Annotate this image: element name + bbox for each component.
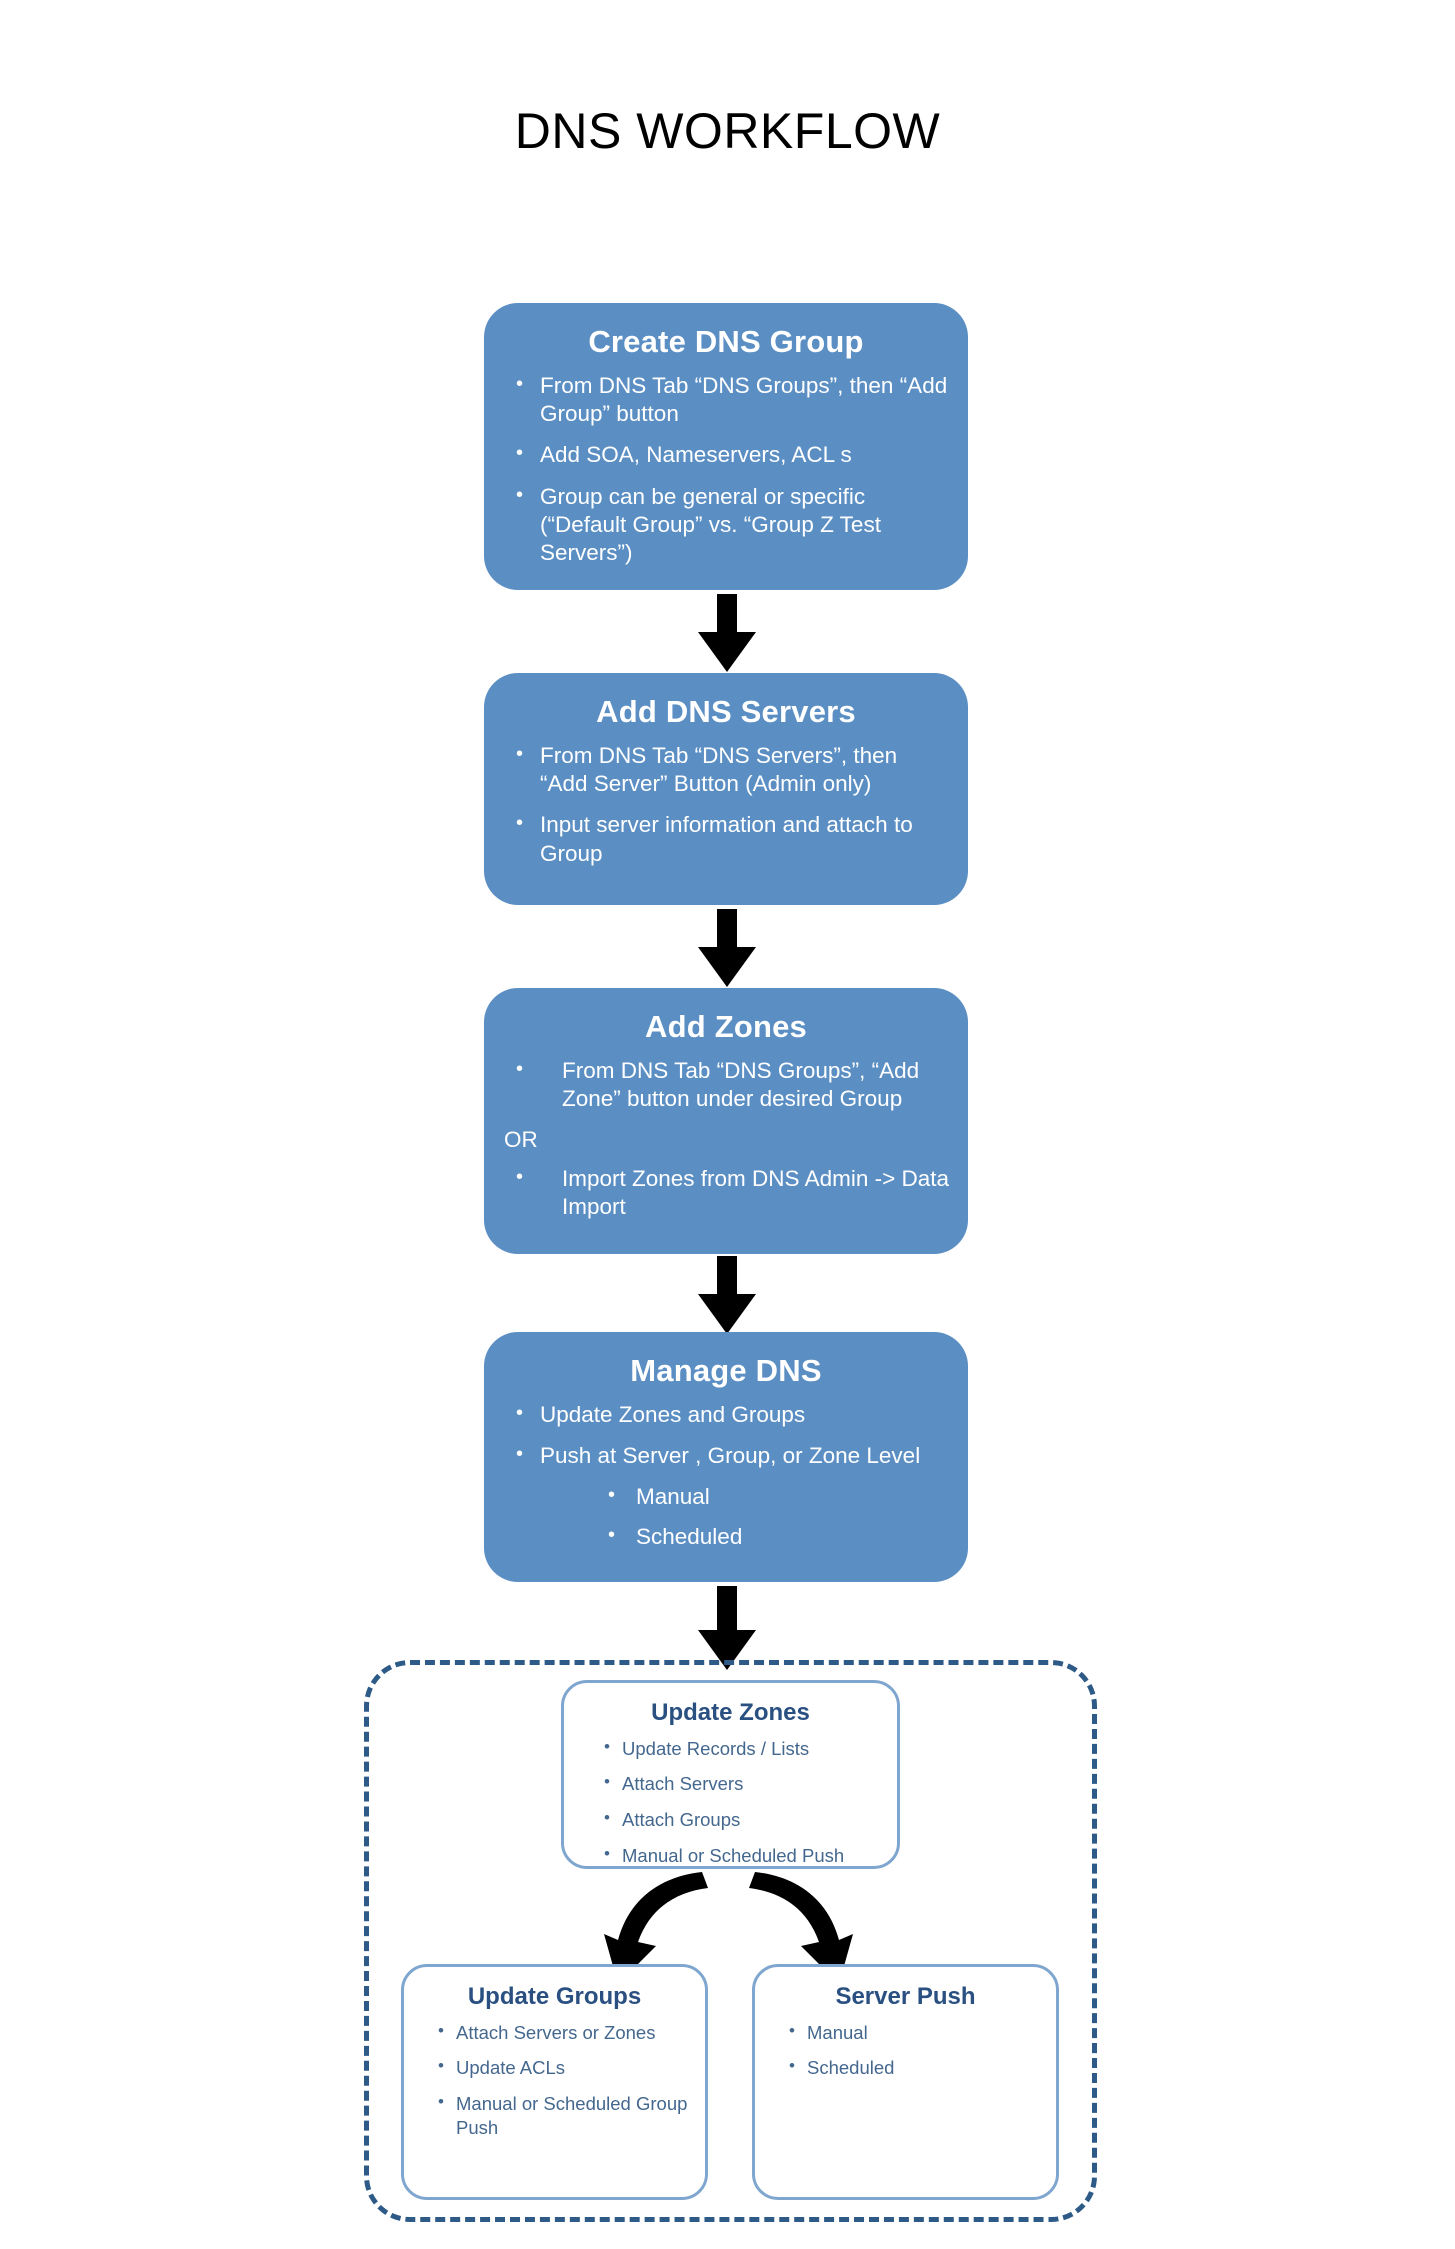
step-title-add-zones: Add Zones (645, 1009, 807, 1044)
page-title: DNS WORKFLOW (514, 103, 941, 159)
bullet-item: Attach Servers or Zones (414, 2020, 695, 2045)
bullet-item-or: OR (504, 1127, 538, 1153)
step-bullets-add-dns-servers: From DNS Tab “DNS Servers”, then “Add Se… (502, 741, 950, 868)
bullet-item: Manual or Scheduled Group Push (414, 2091, 695, 2139)
sub-box-server-push[interactable]: Server Push Manual Scheduled (752, 1964, 1059, 2200)
bullet-item: Update ACLs (414, 2055, 695, 2080)
step-title-create-dns-group: Create DNS Group (588, 324, 864, 359)
sub-box-update-groups[interactable]: Update Groups Attach Servers or Zones Up… (401, 1964, 708, 2200)
sub-bullets-update-groups: Attach Servers or Zones Update ACLs Manu… (414, 2020, 695, 2140)
sub-title-update-zones: Update Zones (651, 1699, 810, 1726)
bullet-item: Add SOA, Nameservers, ACL s (502, 440, 950, 469)
bullet-item: Scheduled (765, 2055, 1046, 2080)
arrow-down-icon (698, 1586, 756, 1670)
sub-title-update-groups: Update Groups (467, 1983, 642, 2010)
step-bullets-add-zones: From DNS Tab “DNS Groups”, “Add Zone” bu… (502, 1056, 950, 1222)
bullet-item: Group can be general or specific (“Defau… (502, 482, 950, 568)
bullet-item: From DNS Tab “DNS Groups”, then “Add Gro… (502, 371, 950, 429)
bullet-item: Push at Server , Group, or Zone Level (502, 1441, 950, 1470)
bullet-item: From DNS Tab “DNS Servers”, then “Add Se… (502, 741, 950, 799)
arrow-down-icon (698, 1256, 756, 1334)
sub-bullets-server-push: Manual Scheduled (765, 2020, 1046, 2080)
step-box-add-dns-servers[interactable]: Add DNS Servers From DNS Tab “DNS Server… (484, 673, 968, 905)
bullet-item: Import Zones from DNS Admin -> Data Impo… (502, 1164, 950, 1222)
step-box-manage-dns[interactable]: Manage DNS Update Zones and Groups Push … (484, 1332, 968, 1582)
bullet-item-sub: Scheduled (502, 1522, 950, 1551)
bullet-item: From DNS Tab “DNS Groups”, “Add Zone” bu… (502, 1056, 950, 1114)
bullet-item: Input server information and attach to G… (502, 810, 950, 868)
bullet-item: Update Zones and Groups (502, 1400, 950, 1429)
step-title-add-dns-servers: Add DNS Servers (596, 694, 856, 729)
sub-title-server-push: Server Push (835, 1983, 976, 2010)
sub-bullets-update-zones: Update Records / Lists Attach Servers At… (574, 1736, 887, 1868)
step-bullets-manage-dns: Update Zones and Groups Push at Server ,… (502, 1400, 950, 1551)
sub-box-update-zones[interactable]: Update Zones Update Records / Lists Atta… (561, 1680, 900, 1869)
bullet-item-sub: Manual (502, 1482, 950, 1511)
arrow-down-icon (698, 909, 756, 987)
step-title-manage-dns: Manage DNS (630, 1353, 822, 1388)
arrow-curved-left-icon (604, 1872, 708, 1984)
step-bullets-create-dns-group: From DNS Tab “DNS Groups”, then “Add Gro… (502, 371, 950, 568)
step-box-create-dns-group[interactable]: Create DNS Group From DNS Tab “DNS Group… (484, 303, 968, 590)
bullet-item: Attach Servers (574, 1771, 887, 1796)
arrow-down-icon (698, 594, 756, 672)
dashed-group-container (364, 1660, 1097, 2222)
bullet-item: Attach Groups (574, 1807, 887, 1832)
arrow-curved-right-icon (749, 1872, 853, 1984)
step-box-add-zones[interactable]: Add Zones From DNS Tab “DNS Groups”, “Ad… (484, 988, 968, 1254)
bullet-item: Manual or Scheduled Push (574, 1843, 887, 1868)
bullet-item: Update Records / Lists (574, 1736, 887, 1761)
bullet-item: Manual (765, 2020, 1046, 2045)
